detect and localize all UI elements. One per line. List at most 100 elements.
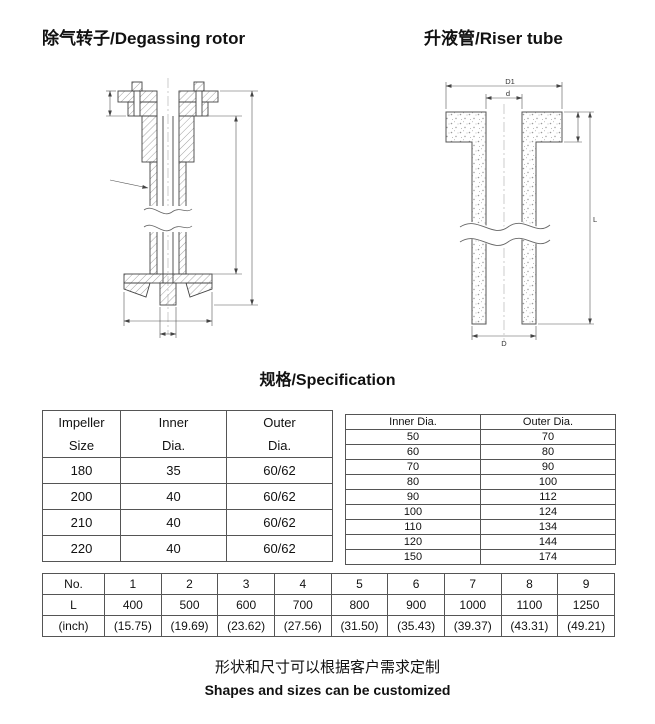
- data-cell: (31.50): [330, 615, 389, 637]
- data-cell: 210: [42, 509, 121, 536]
- header-line: Dia.: [161, 438, 186, 453]
- data-cell: 900: [387, 594, 445, 616]
- rotor-break-line: [143, 207, 193, 215]
- data-cell: 144: [480, 534, 616, 550]
- data-cell: (15.75): [104, 615, 162, 637]
- data-cell: 8: [500, 573, 559, 595]
- data-cell: 200: [42, 483, 121, 510]
- data-cell: 4: [273, 573, 332, 595]
- data-cell: 90: [480, 459, 616, 475]
- data-cell: 80: [480, 444, 616, 460]
- data-cell: 40: [120, 483, 227, 510]
- data-cell: (43.31): [500, 615, 559, 637]
- data-cell: 40: [120, 509, 227, 536]
- rotor-break-line: [143, 224, 193, 232]
- dim-label-d1: D1: [505, 77, 515, 86]
- riser-break-line: [459, 237, 551, 246]
- data-cell: 150: [345, 549, 481, 565]
- riser-dim-labels: D1 d L D: [501, 77, 597, 348]
- data-cell: 60: [345, 444, 481, 460]
- rotor-geometry: [117, 78, 219, 334]
- data-cell: 100: [345, 504, 481, 520]
- rotor-impeller-plate: [123, 273, 213, 284]
- data-cell: 70: [345, 459, 481, 475]
- riser-tube-drawing: D1 d L D: [445, 77, 597, 348]
- dim-label-d: d: [506, 89, 510, 98]
- data-cell: (inch): [42, 615, 105, 637]
- header-line: Size: [68, 438, 95, 453]
- rotor-leader-arrow: [109, 179, 149, 189]
- footer-note-en: Shapes and sizes can be customized: [204, 682, 451, 698]
- rotor-impeller-wing: [185, 282, 213, 298]
- data-cell: 35: [120, 457, 227, 484]
- rotor-bolt: [193, 81, 205, 92]
- data-cell: 50: [345, 429, 481, 445]
- data-cell: (49.21): [557, 615, 615, 637]
- data-cell: 60/62: [226, 535, 333, 562]
- data-cell: 800: [330, 594, 389, 616]
- data-cell: 124: [480, 504, 616, 520]
- data-cell: (27.56): [273, 615, 332, 637]
- data-cell: 7: [443, 573, 502, 595]
- rotor-bolt: [131, 81, 143, 92]
- data-cell: 3: [217, 573, 275, 595]
- header-line: Dia.: [267, 438, 292, 453]
- header-line: Inner: [158, 415, 189, 430]
- riser-body-right: [521, 111, 563, 325]
- data-cell: (39.37): [443, 615, 502, 637]
- header-line: Outer: [263, 415, 296, 430]
- data-cell: 500: [160, 594, 219, 616]
- data-cell: 1000: [443, 594, 502, 616]
- data-cell: 112: [480, 489, 616, 505]
- data-cell: 5: [330, 573, 389, 595]
- data-cell: 1100: [500, 594, 559, 616]
- data-cell: 40: [120, 535, 227, 562]
- data-cell: 110: [345, 519, 481, 535]
- dim-label-l: L: [593, 215, 597, 224]
- data-cell: 220: [42, 535, 121, 562]
- data-cell: 1: [104, 573, 162, 595]
- data-cell: 180: [42, 457, 121, 484]
- riser-dimension-lines: [445, 82, 594, 340]
- data-cell: 60/62: [226, 509, 333, 536]
- data-cell: 1250: [557, 594, 615, 616]
- data-cell: 70: [480, 429, 616, 445]
- data-cell: 100: [480, 474, 616, 490]
- rotor-housing: [141, 115, 158, 163]
- riser-geometry: [445, 104, 563, 342]
- data-cell: 80: [345, 474, 481, 490]
- rotor-hub: [159, 282, 177, 306]
- header-cell: Outer Dia.: [480, 414, 616, 430]
- data-cell: 134: [480, 519, 616, 535]
- data-cell: 120: [345, 534, 481, 550]
- data-cell: No.: [42, 573, 105, 595]
- heading-riser-tube: 升液管/Riser tube: [424, 29, 563, 48]
- data-cell: 60/62: [226, 483, 333, 510]
- data-cell: (23.62): [217, 615, 275, 637]
- header-line: Impeller: [58, 415, 105, 430]
- data-cell: 600: [217, 594, 275, 616]
- heading-degassing-rotor: 除气转子/Degassing rotor: [42, 29, 246, 48]
- data-cell: 60/62: [226, 457, 333, 484]
- data-cell: (35.43): [387, 615, 445, 637]
- riser-body-left: [445, 111, 487, 325]
